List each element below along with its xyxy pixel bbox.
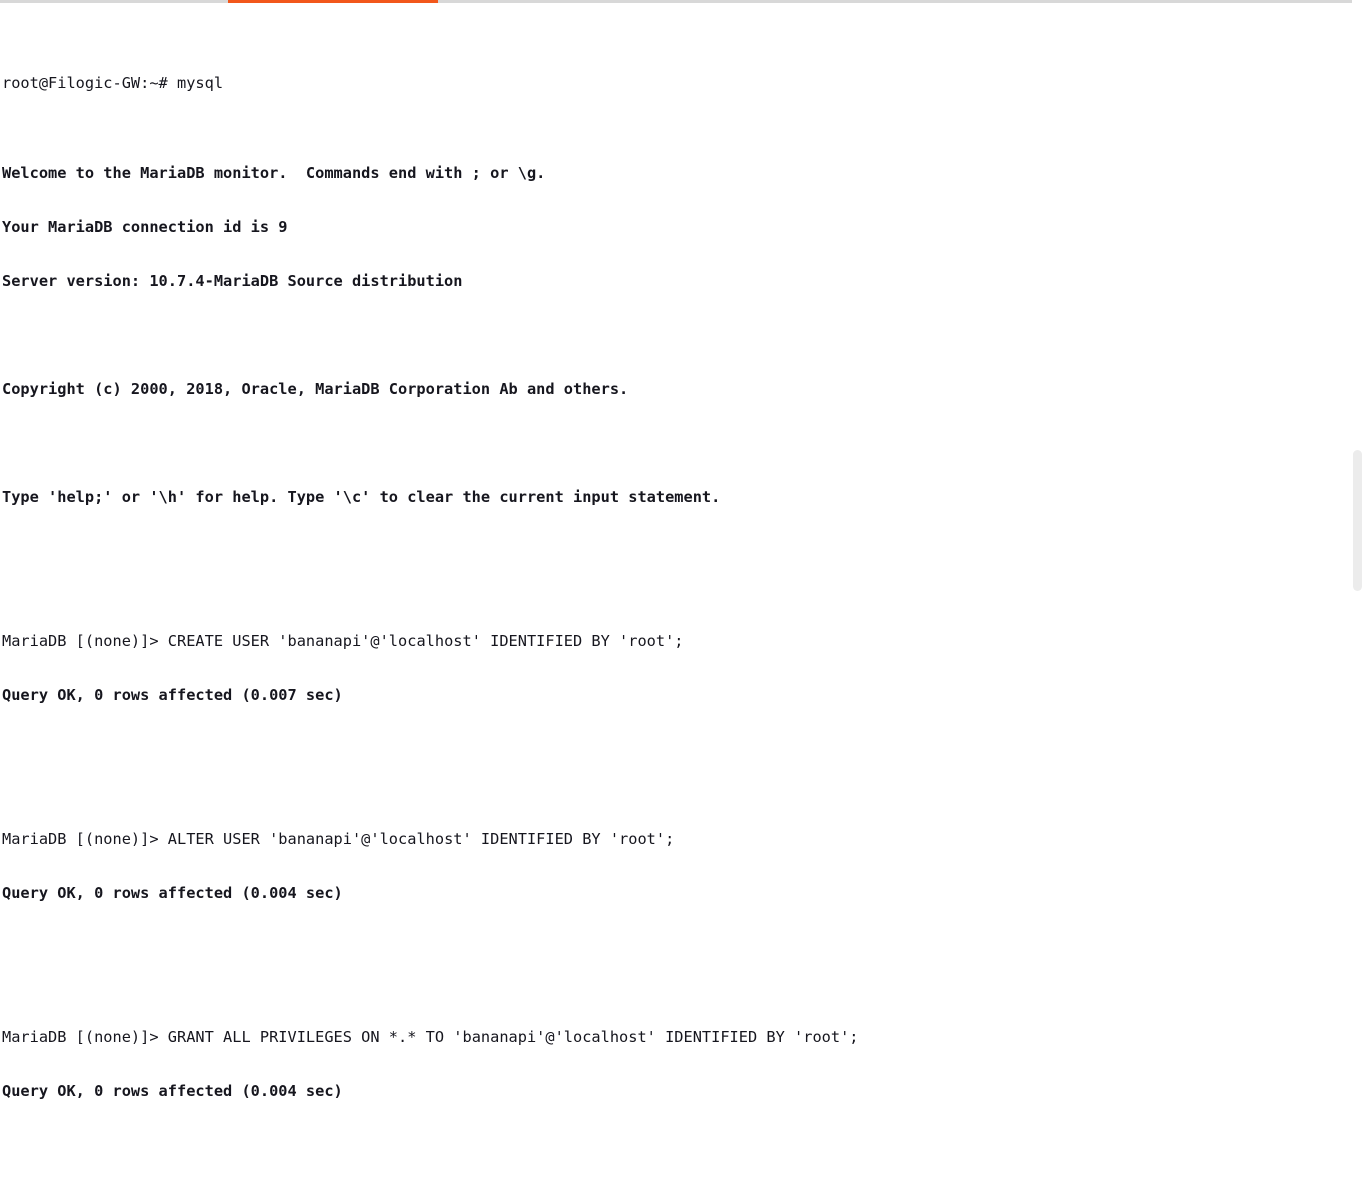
sql-statement-line: MariaDB [(none)]> ALTER USER 'bananapi'@… xyxy=(2,830,1366,848)
db-prompt: MariaDB [(none)]> xyxy=(2,830,168,848)
db-prompt: MariaDB [(none)]> xyxy=(2,1028,168,1046)
blank-line xyxy=(2,740,1366,758)
scrollbar-thumb[interactable] xyxy=(1353,450,1362,591)
shell-prompt: root@Filogic-GW:~# xyxy=(2,74,177,92)
sql-text: ALTER USER 'bananapi'@'localhost' IDENTI… xyxy=(167,830,675,848)
db-prompt: MariaDB [(none)]> xyxy=(2,632,168,650)
banner-line-connid: Your MariaDB connection id is 9 xyxy=(2,218,288,236)
sql-result-line: Query OK, 0 rows affected (0.004 sec) xyxy=(2,1082,343,1100)
banner-line-version: Server version: 10.7.4-MariaDB Source di… xyxy=(2,272,463,290)
sql-statement-line: MariaDB [(none)]> CREATE USER 'bananapi'… xyxy=(2,632,1366,650)
terminal-output[interactable]: root@Filogic-GW:~# mysql Welcome to the … xyxy=(0,0,1366,1100)
shell-command: mysql xyxy=(176,74,224,92)
window-chrome-right xyxy=(438,0,1366,3)
sql-result-line: Query OK, 0 rows affected (0.007 sec) xyxy=(2,686,343,704)
vertical-scrollbar[interactable] xyxy=(1352,0,1366,593)
blank-line xyxy=(2,434,1366,452)
banner-line-welcome: Welcome to the MariaDB monitor. Commands… xyxy=(2,164,546,182)
blank-line xyxy=(2,326,1366,344)
banner-line-help: Type 'help;' or '\h' for help. Type '\c'… xyxy=(2,488,721,506)
sql-text: GRANT ALL PRIVILEGES ON *.* TO 'bananapi… xyxy=(167,1028,859,1046)
window-accent-bar xyxy=(228,0,438,3)
blank-line xyxy=(2,1136,1366,1154)
banner-line-copyright: Copyright (c) 2000, 2018, Oracle, MariaD… xyxy=(2,380,629,398)
blank-line xyxy=(2,542,1366,560)
window-chrome-left xyxy=(0,0,228,3)
sql-text: CREATE USER 'bananapi'@'localhost' IDENT… xyxy=(167,632,684,650)
sql-result-line: Query OK, 0 rows affected (0.004 sec) xyxy=(2,884,343,902)
sql-statement-line: MariaDB [(none)]> GRANT ALL PRIVILEGES O… xyxy=(2,1028,1366,1046)
blank-line xyxy=(2,938,1366,956)
shell-prompt-line: root@Filogic-GW:~# mysql xyxy=(2,74,1366,92)
